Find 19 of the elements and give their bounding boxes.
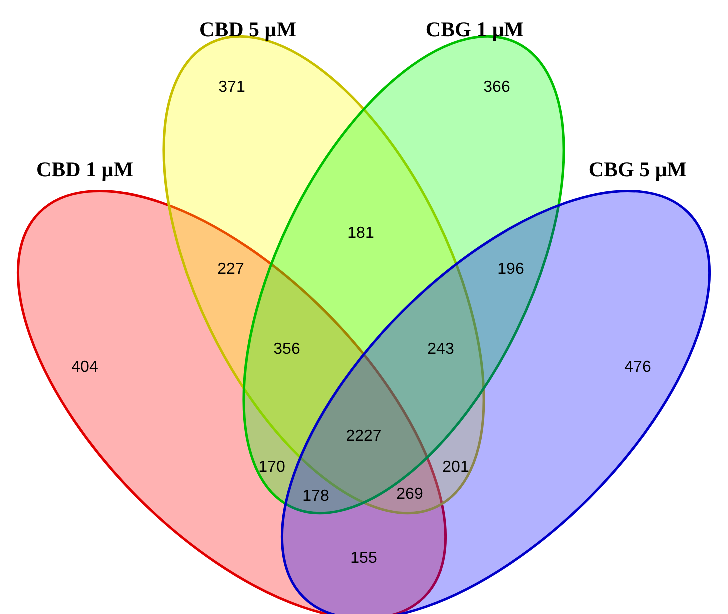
region-count: 356	[274, 342, 300, 358]
region-count: 181	[348, 226, 374, 242]
region-count: 201	[442, 460, 470, 476]
set-label: CBG 5 μM	[588, 160, 688, 180]
region-count: 170	[258, 460, 286, 476]
region-count: 196	[498, 262, 524, 278]
region-count: 404	[72, 360, 98, 376]
set-label: CBD 1 μM	[36, 160, 134, 180]
region-count: 371	[218, 80, 246, 96]
region-count: 178	[302, 489, 330, 505]
set-label: CBD 5 μM	[199, 20, 297, 40]
region-count: 2227	[346, 429, 382, 445]
region-count: 366	[484, 80, 510, 96]
region-count: 155	[350, 551, 378, 567]
region-count: 269	[396, 487, 424, 503]
region-count: 476	[624, 360, 652, 376]
region-count: 243	[428, 342, 454, 358]
region-count: 227	[218, 262, 244, 278]
set-label: CBG 1 μM	[426, 20, 524, 40]
